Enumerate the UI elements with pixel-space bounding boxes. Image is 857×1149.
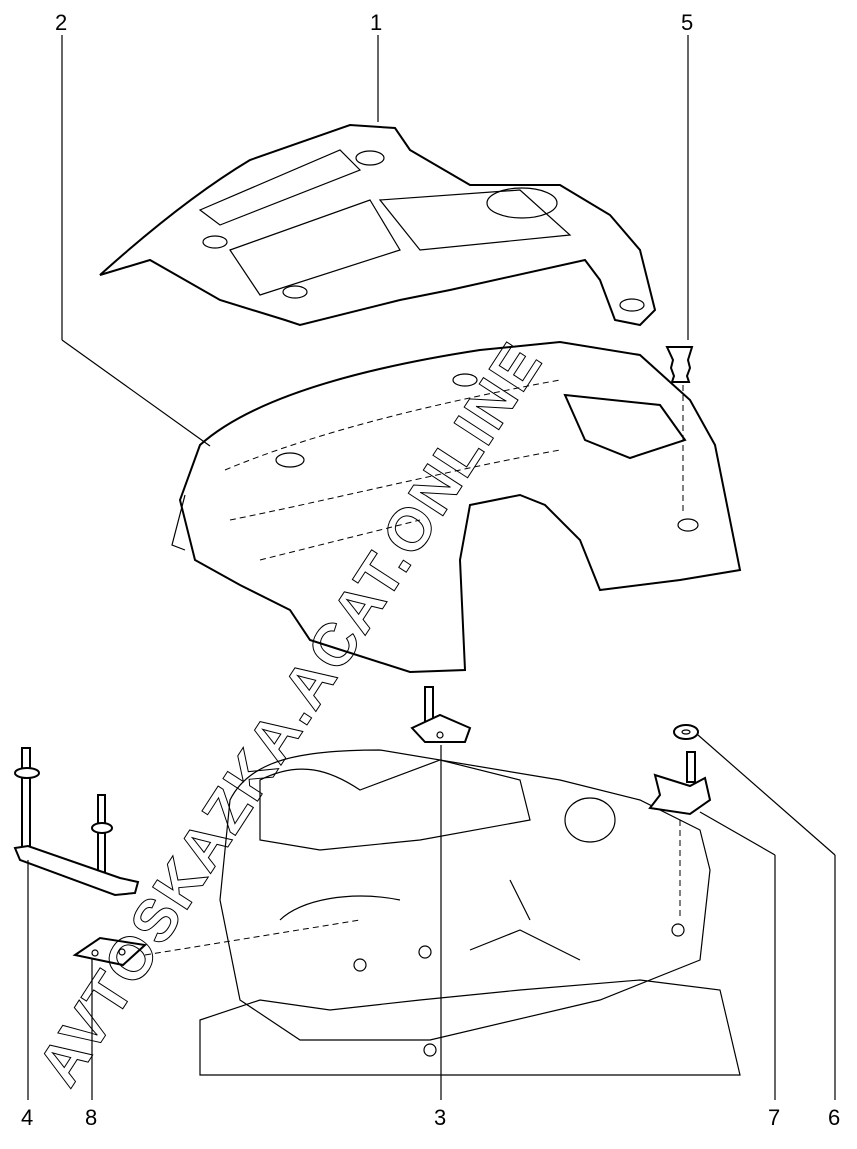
callout-1: 1 <box>370 10 382 35</box>
callout-6: 6 <box>828 1105 840 1130</box>
part-5-rubber-plug[interactable] <box>665 346 694 515</box>
callout-7: 7 <box>768 1105 780 1130</box>
callout-4: 4 <box>21 1105 33 1130</box>
part-6-washer[interactable] <box>673 724 699 740</box>
part-4-support-bracket[interactable] <box>13 747 140 897</box>
engine-assembly <box>199 749 741 1076</box>
leader-lines <box>27 35 836 1100</box>
part-1-top-cover[interactable] <box>99 123 657 327</box>
part-2-engine-cover[interactable] <box>171 340 742 674</box>
callout-2: 2 <box>55 10 67 35</box>
callout-5: 5 <box>681 10 693 35</box>
part-7-bracket[interactable] <box>648 751 712 920</box>
part-8-mounting-plate[interactable] <box>72 919 361 967</box>
callout-3: 3 <box>434 1105 446 1130</box>
callout-8: 8 <box>85 1105 97 1130</box>
part-3-bracket-stud[interactable] <box>410 686 472 743</box>
